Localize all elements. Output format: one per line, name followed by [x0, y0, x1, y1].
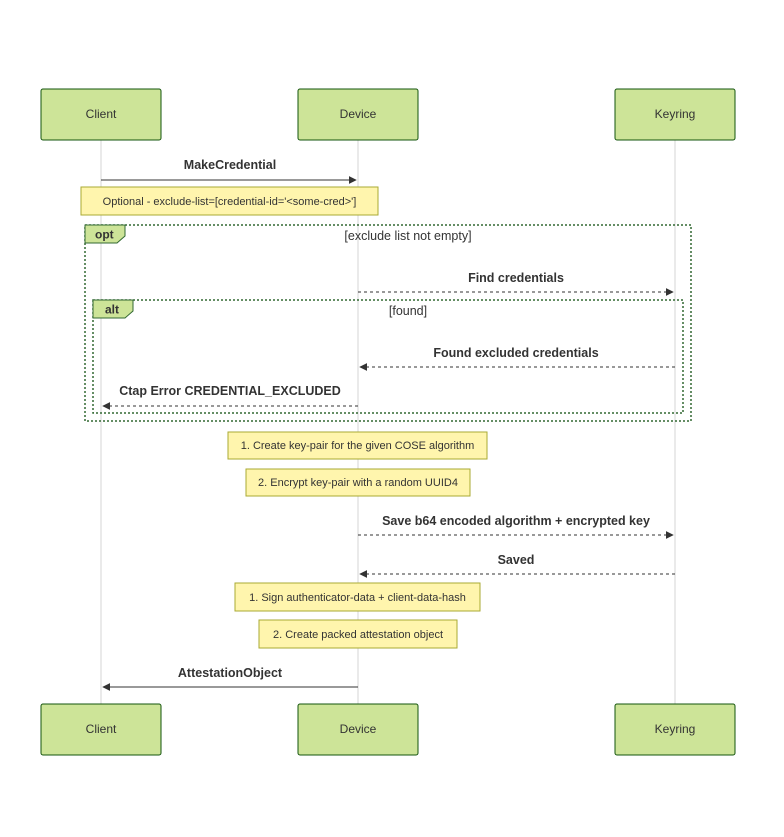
- frame-kind: opt: [95, 228, 114, 242]
- note-label: 1. Create key-pair for the given COSE al…: [241, 440, 475, 452]
- actor-keyring-top: Keyring: [614, 88, 736, 141]
- note-create-keypair: 1. Create key-pair for the given COSE al…: [227, 431, 488, 460]
- message-label: Found excluded credentials: [433, 346, 598, 360]
- frame-opt: opt [exclude list not empty]: [84, 224, 692, 422]
- frame-alt: alt [found]: [92, 299, 684, 414]
- message-label: Save b64 encoded algorithm + encrypted k…: [382, 514, 650, 528]
- actor-label: Device: [340, 107, 377, 121]
- note-label: 2. Encrypt key-pair with a random UUID4: [258, 477, 458, 489]
- message-label: MakeCredential: [184, 158, 276, 172]
- actor-label: Keyring: [655, 107, 696, 121]
- frame-kind: alt: [105, 303, 119, 317]
- actor-device-top: Device: [297, 88, 419, 141]
- actor-client-top: Client: [40, 88, 162, 141]
- note-label: 2. Create packed attestation object: [273, 629, 443, 641]
- message-saved: Saved: [359, 553, 675, 578]
- message-make-credential: MakeCredential: [101, 158, 357, 184]
- actor-label: Client: [86, 107, 117, 121]
- note-encrypt-keypair: 2. Encrypt key-pair with a random UUID4: [245, 468, 471, 497]
- note-label: 1. Sign authenticator-data + client-data…: [249, 592, 466, 604]
- message-label: Saved: [498, 553, 535, 567]
- actor-label: Keyring: [655, 722, 696, 736]
- message-ctap-error: Ctap Error CREDENTIAL_EXCLUDED: [102, 384, 358, 410]
- actor-device-bottom: Device: [297, 703, 419, 756]
- note-sign-data: 1. Sign authenticator-data + client-data…: [234, 582, 481, 612]
- note-exclude-list: Optional - exclude-list=[credential-id='…: [80, 186, 379, 216]
- actor-label: Client: [86, 722, 117, 736]
- actor-label: Device: [340, 722, 377, 736]
- frame-condition: [found]: [389, 304, 427, 318]
- message-save-key: Save b64 encoded algorithm + encrypted k…: [358, 514, 674, 539]
- message-label: AttestationObject: [178, 666, 283, 680]
- message-label: Ctap Error CREDENTIAL_EXCLUDED: [119, 384, 341, 398]
- note-label: Optional - exclude-list=[credential-id='…: [103, 196, 357, 208]
- message-attestation-object: AttestationObject: [102, 666, 358, 691]
- message-find-credentials: Find credentials: [358, 271, 674, 296]
- frame-condition: [exclude list not empty]: [344, 229, 471, 243]
- actor-keyring-bottom: Keyring: [614, 703, 736, 756]
- message-label: Find credentials: [468, 271, 564, 285]
- note-create-attestation: 2. Create packed attestation object: [258, 619, 458, 649]
- actor-client-bottom: Client: [40, 703, 162, 756]
- message-found-excluded: Found excluded credentials: [359, 346, 675, 371]
